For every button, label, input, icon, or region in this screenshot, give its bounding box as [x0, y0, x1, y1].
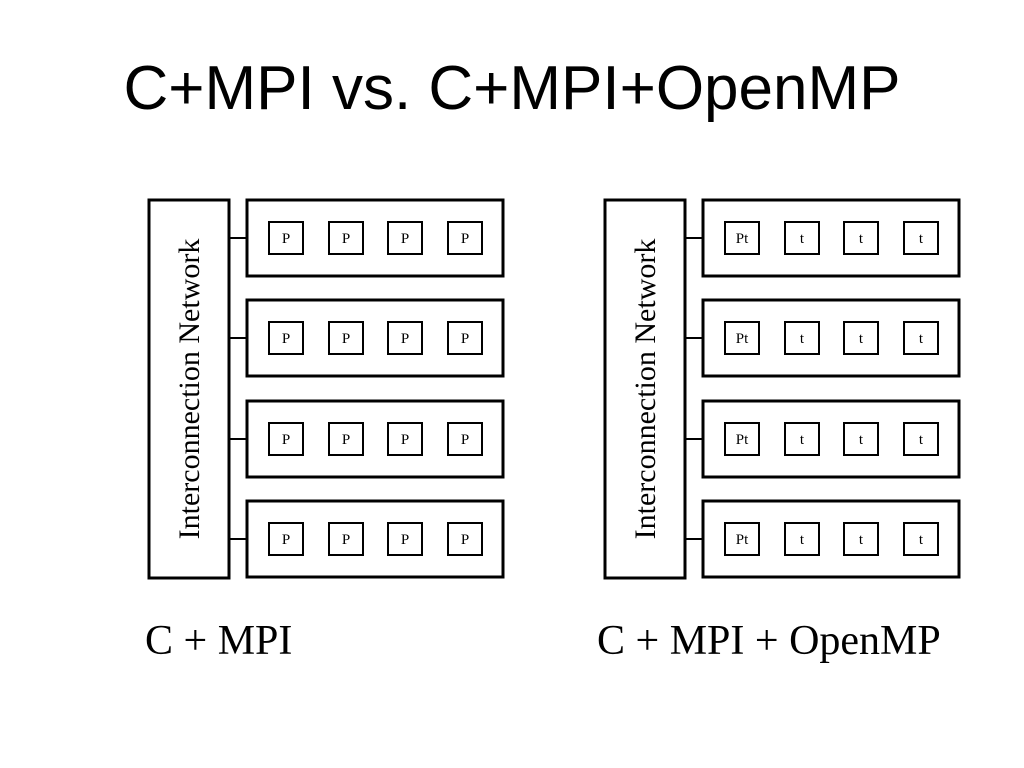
thread-box [843, 422, 879, 456]
thread-label: t [800, 432, 805, 448]
processor-box [328, 522, 364, 556]
processor-box [724, 422, 760, 456]
processor-label: P [461, 231, 469, 247]
processor-label: P [342, 231, 350, 247]
processor-label: P [461, 432, 469, 448]
processor-box [447, 221, 483, 255]
thread-label: t [859, 432, 864, 448]
caption-mpi: C + MPI [145, 618, 293, 664]
thread-label: t [859, 532, 864, 548]
processor-label: P [401, 432, 409, 448]
thread-label: t [919, 231, 924, 247]
processor-box [447, 422, 483, 456]
processor-box [387, 422, 423, 456]
processor-label: P [342, 532, 350, 548]
thread-box [784, 321, 820, 355]
slide-title: C+MPI vs. C+MPI+OpenMP [123, 54, 901, 123]
thread-box [903, 522, 939, 556]
processor-label: Pt [736, 231, 749, 247]
processor-label: P [342, 432, 350, 448]
thread-box [784, 422, 820, 456]
processor-label: P [282, 231, 290, 247]
thread-box [843, 522, 879, 556]
thread-label: t [919, 331, 924, 347]
thread-box [903, 221, 939, 255]
processor-label: P [342, 331, 350, 347]
processor-box [328, 321, 364, 355]
thread-label: t [859, 231, 864, 247]
thread-label: t [859, 331, 864, 347]
processor-box [268, 422, 304, 456]
processor-box [724, 321, 760, 355]
processor-label: P [282, 532, 290, 548]
thread-label: t [800, 331, 805, 347]
processor-label: Pt [736, 331, 749, 347]
processor-box [268, 321, 304, 355]
interconnection-network-label: Interconnection Network [173, 239, 206, 540]
processor-box [328, 422, 364, 456]
processor-box [724, 522, 760, 556]
processor-label: Pt [736, 432, 749, 448]
interconnection-network-label: Interconnection Network [629, 239, 662, 540]
thread-box [843, 221, 879, 255]
processor-box [268, 221, 304, 255]
thread-label: t [919, 432, 924, 448]
interconnection-network-box [603, 198, 687, 580]
processor-box [447, 522, 483, 556]
processor-box [387, 321, 423, 355]
processor-label: Pt [736, 532, 749, 548]
processor-label: P [282, 331, 290, 347]
thread-box [784, 522, 820, 556]
processor-box [447, 321, 483, 355]
thread-box [903, 321, 939, 355]
caption-mpi-openmp: C + MPI + OpenMP [597, 618, 941, 664]
processor-box [387, 221, 423, 255]
thread-box [784, 221, 820, 255]
thread-box [903, 422, 939, 456]
processor-label: P [282, 432, 290, 448]
processor-label: P [401, 331, 409, 347]
processor-label: P [461, 331, 469, 347]
thread-box [843, 321, 879, 355]
thread-label: t [919, 532, 924, 548]
processor-box [328, 221, 364, 255]
processor-box [268, 522, 304, 556]
thread-label: t [800, 532, 805, 548]
processor-label: P [401, 532, 409, 548]
interconnection-network-box [147, 198, 231, 580]
processor-box [724, 221, 760, 255]
processor-box [387, 522, 423, 556]
thread-label: t [800, 231, 805, 247]
processor-label: P [461, 532, 469, 548]
processor-label: P [401, 231, 409, 247]
